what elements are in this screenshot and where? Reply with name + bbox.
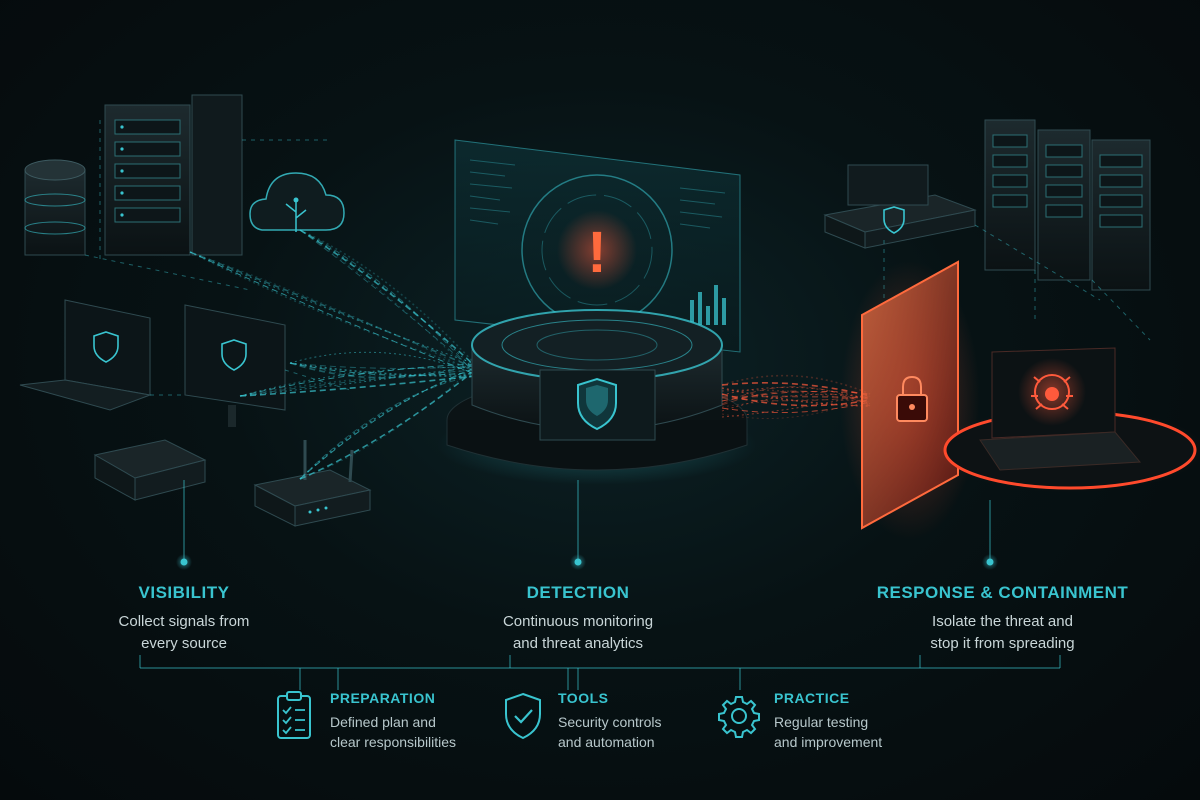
desc-line: Collect signals from	[118, 613, 250, 630]
data-stream-line	[189, 251, 476, 365]
pillar-practice: PRACTICE Regular testing and improvement	[716, 690, 882, 752]
pillar-description: Security controls and automation	[558, 712, 661, 752]
bug-icon	[1031, 374, 1073, 410]
network-appliance-icon	[823, 164, 977, 249]
data-stream-line	[299, 371, 476, 480]
pillar-title: PREPARATION	[330, 690, 436, 706]
laptop-icon	[19, 299, 152, 411]
data-stream-line	[299, 229, 476, 365]
monitor-icon	[184, 304, 286, 427]
data-stream-line	[721, 393, 871, 412]
stage-title: DETECTION	[526, 583, 630, 602]
pillar-description: Defined plan and clear responsibilities	[330, 712, 456, 752]
data-stream-line	[289, 362, 476, 379]
data-stream-line	[189, 251, 476, 375]
router-icon	[253, 440, 372, 527]
cloud-icon	[249, 172, 345, 232]
stage-title: VISIBILITY	[138, 583, 230, 602]
teal-data-streams	[189, 229, 476, 480]
timeline	[139, 480, 1061, 690]
source-links	[84, 120, 351, 396]
desc-line: Isolate the threat and	[932, 613, 1073, 630]
desc-line: Security controls	[558, 714, 662, 730]
shield-icon	[577, 377, 617, 431]
desc-line: every source	[141, 635, 227, 652]
desc-line: Regular testing	[774, 714, 869, 730]
data-stream-line	[289, 351, 476, 375]
pillar-description: Regular testing and improvement	[774, 712, 882, 752]
server-rack-icon	[104, 94, 243, 256]
data-stream-line	[239, 373, 476, 397]
alert-icon: !	[587, 220, 606, 285]
response-cluster	[823, 119, 1200, 540]
data-stream-line	[299, 365, 476, 480]
bar-sparkline	[690, 285, 726, 325]
stage-description: Continuous monitoring and threat analyti…	[468, 611, 688, 655]
detection-core: !	[437, 139, 757, 485]
desc-line: stop it from spreading	[930, 635, 1075, 652]
data-stream-line	[299, 229, 476, 375]
desc-line: Defined plan and	[330, 714, 436, 730]
data-stream-line	[299, 229, 476, 367]
infected-laptop-icon	[979, 347, 1142, 471]
desc-line: Continuous monitoring	[502, 613, 654, 630]
pillar-preparation: PREPARATION Defined plan and clear respo…	[272, 690, 456, 752]
data-stream-line	[299, 369, 476, 480]
stage-visibility: VISIBILITY Collect signals from every so…	[84, 583, 284, 655]
stage-title: RESPONSE & CONTAINMENT	[876, 583, 1129, 602]
data-stream-line	[189, 251, 476, 369]
pillar-title: PRACTICE	[774, 690, 850, 706]
pillar-title: TOOLS	[558, 690, 609, 706]
response-links	[883, 224, 1151, 341]
data-sources-cluster	[19, 94, 372, 527]
clipboard-checklist-icon	[277, 691, 311, 739]
database-icon	[24, 159, 86, 256]
pillar-tools: TOOLS Security controls and automation	[500, 690, 661, 752]
shield-icon	[221, 339, 247, 371]
stage-description: Collect signals from every source	[84, 611, 284, 655]
desc-line: and automation	[558, 734, 655, 750]
data-stream-line	[299, 229, 476, 377]
data-stream-line	[299, 367, 476, 480]
desc-line: and improvement	[774, 734, 883, 750]
stage-description: Isolate the threat and stop it from spre…	[860, 611, 1145, 655]
data-stream-line	[239, 367, 476, 397]
gear-icon	[718, 696, 760, 738]
data-stream-line	[289, 362, 476, 369]
desc-line: clear responsibilities	[330, 734, 457, 750]
stage-detection: DETECTION Continuous monitoring and thre…	[468, 583, 688, 655]
stage-response: RESPONSE & CONTAINMENT Isolate the threa…	[860, 583, 1145, 655]
data-stream-line	[289, 362, 476, 377]
server-rack-icon	[984, 119, 1151, 291]
data-stream-line	[189, 251, 476, 371]
data-stream-line	[721, 387, 871, 407]
data-stream-line	[299, 229, 476, 373]
analytics-screen: !	[454, 139, 741, 353]
data-stream-line	[289, 362, 476, 376]
lock-icon	[896, 375, 928, 422]
firewall-panel	[840, 260, 980, 540]
shield-icon	[93, 331, 119, 363]
timeline-nodes	[176, 554, 998, 570]
shield-check-icon	[505, 692, 541, 740]
desc-line: and threat analytics	[512, 635, 644, 652]
data-stream-line	[299, 229, 476, 371]
shield-icon	[883, 206, 905, 234]
network-switch-icon	[93, 439, 207, 501]
data-stream-line	[299, 375, 476, 480]
